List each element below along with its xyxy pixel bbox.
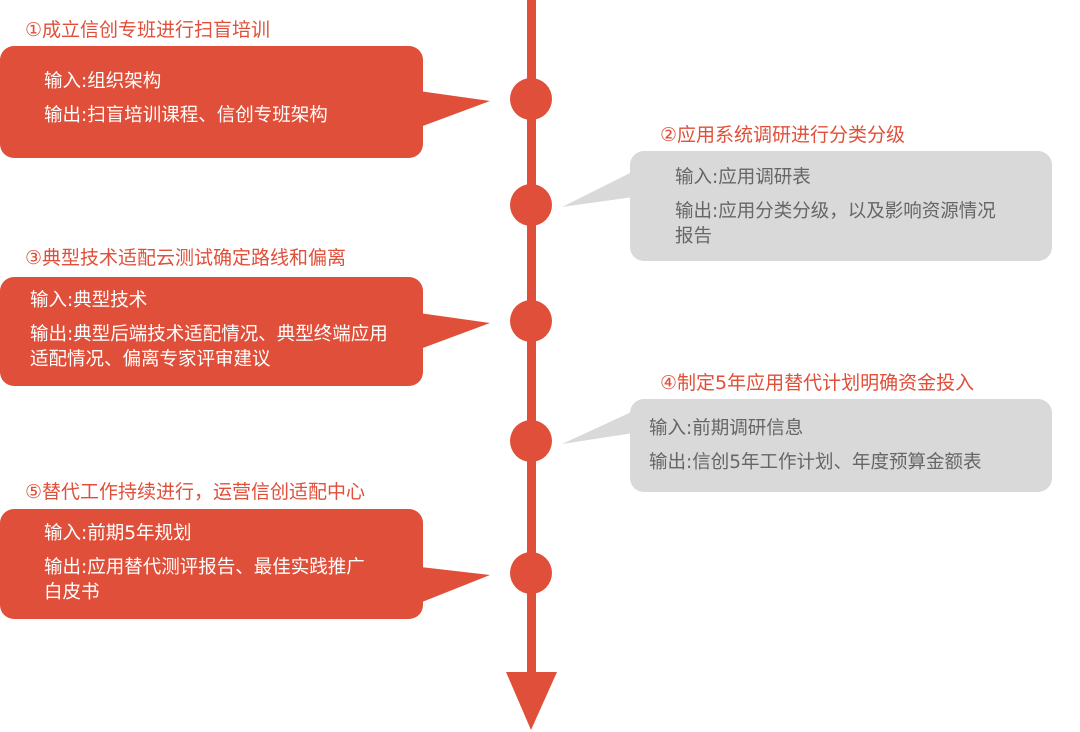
step-4-title: ④制定5年应用替代计划明确资金投入 bbox=[660, 372, 975, 394]
step-3-output: 输出:典型后端技术适配情况、典型终端应用适配情况、偏离专家评审建议 bbox=[30, 324, 388, 370]
timeline-node-4 bbox=[510, 420, 552, 462]
step-3-input: 输入:典型技术 bbox=[30, 290, 148, 311]
step-2-output: 输出:应用分类分级，以及影响资源情况报告 bbox=[675, 201, 996, 247]
step-4-bubble: 输入:前期调研信息 输出:信创5年工作计划、年度预算金额表 bbox=[630, 399, 1052, 492]
step-4-output: 输出:信创5年工作计划、年度预算金额表 bbox=[649, 452, 982, 473]
bubble-4-pointer bbox=[562, 408, 640, 444]
step-3-bubble: 输入:典型技术 输出:典型后端技术适配情况、典型终端应用适配情况、偏离专家评审建… bbox=[0, 277, 423, 386]
step-1-title: ①成立信创专班进行扫盲培训 bbox=[25, 19, 271, 41]
timeline-arrowhead bbox=[506, 672, 557, 730]
step-1-bubble: 输入:组织架构 输出:扫盲培训课程、信创专班架构 bbox=[0, 46, 423, 158]
bubble-5-pointer bbox=[412, 566, 490, 606]
bubble-3-pointer bbox=[412, 312, 490, 352]
step-5-title: ⑤替代工作持续进行，运营信创适配中心 bbox=[25, 481, 366, 503]
bubble-2-pointer bbox=[562, 168, 640, 207]
step-1-input: 输入:组织架构 bbox=[44, 71, 162, 92]
step-2-input: 输入:应用调研表 bbox=[675, 167, 811, 188]
step-5-output: 输出:应用替代测评报告、最佳实践推广白皮书 bbox=[44, 557, 365, 603]
step-4-input: 输入:前期调研信息 bbox=[649, 418, 804, 439]
timeline-node-3 bbox=[510, 300, 552, 342]
bubble-1-pointer bbox=[412, 90, 490, 130]
step-5-bubble: 输入:前期5年规划 输出:应用替代测评报告、最佳实践推广白皮书 bbox=[0, 509, 423, 619]
step-1-output: 输出:扫盲培训课程、信创专班架构 bbox=[44, 105, 328, 126]
step-5-input: 输入:前期5年规划 bbox=[44, 523, 192, 544]
step-3-title: ③典型技术适配云测试确定路线和偏离 bbox=[25, 247, 347, 269]
timeline-node-2 bbox=[510, 184, 552, 226]
step-2-title: ②应用系统调研进行分类分级 bbox=[660, 124, 906, 146]
timeline-node-5 bbox=[510, 552, 552, 594]
step-2-bubble: 输入:应用调研表 输出:应用分类分级，以及影响资源情况报告 bbox=[630, 151, 1052, 261]
timeline-node-1 bbox=[510, 78, 552, 120]
